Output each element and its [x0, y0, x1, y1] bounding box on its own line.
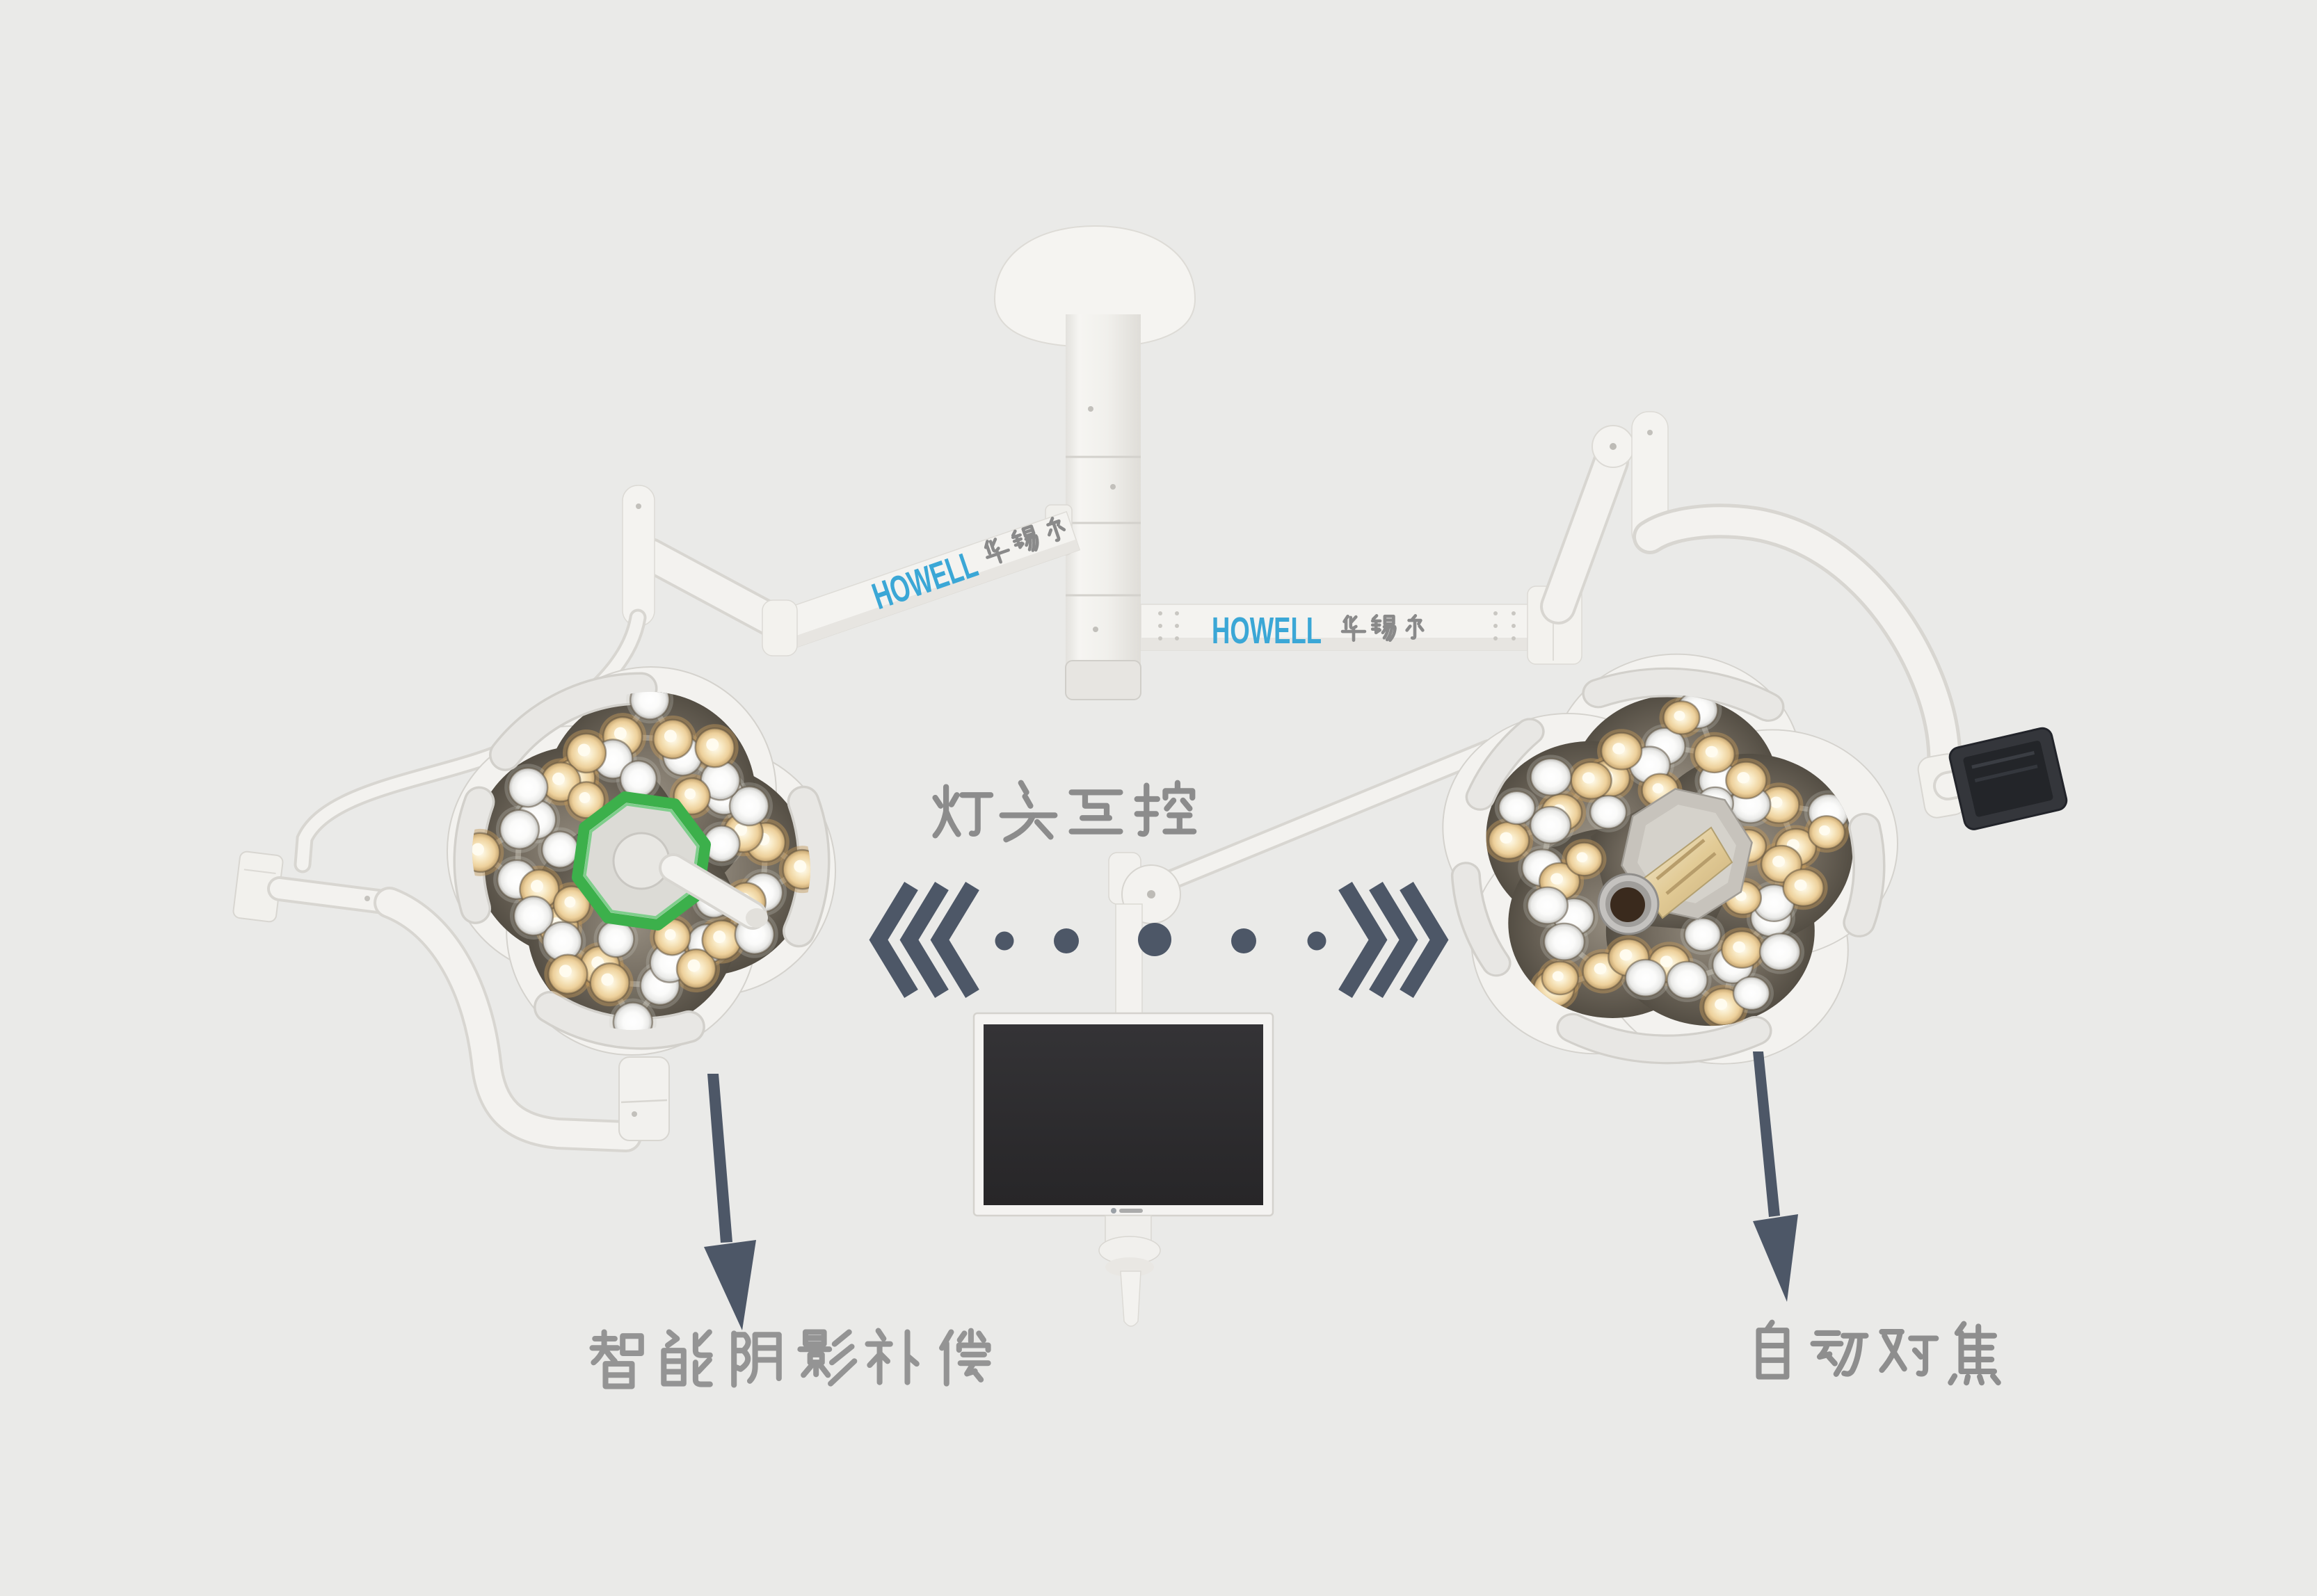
- svg-text:HOWELL: HOWELL: [1212, 610, 1322, 652]
